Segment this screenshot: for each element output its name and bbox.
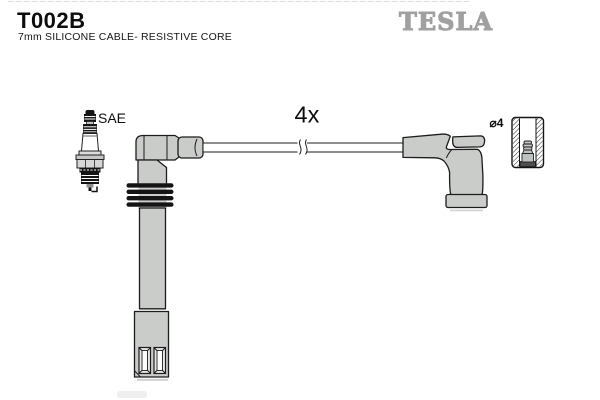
cable-spec-subtitle: 7mm SILICONE CABLE- RESISTIVE CORE (18, 31, 232, 43)
flange-shadow (450, 209, 483, 212)
scan-artifact-line (8, 1, 470, 2)
scan-smudge (117, 391, 147, 398)
boot-window-left (138, 346, 152, 375)
elbow-barrel (135, 134, 180, 161)
cable-drawing (202, 139, 404, 155)
elbow-collar (177, 136, 204, 159)
spark-plug-drawing (75, 110, 105, 193)
boot-molding-line (445, 149, 453, 159)
plug-corrugation (83, 124, 97, 134)
terminal-cross-section-drawing (511, 116, 545, 169)
boot-shaft (138, 207, 167, 310)
plug-center-electrode (88, 187, 92, 191)
terminal-body (521, 153, 534, 163)
boot-flange (445, 193, 488, 209)
plug-hex (76, 159, 104, 169)
cable-break-mark (299, 139, 302, 155)
plug-ground-electrode (91, 186, 98, 193)
terminal-diameter-label: ⌀4 (490, 116, 504, 130)
boot-neck (137, 159, 168, 185)
tesla-logo: TESLA (399, 7, 493, 37)
boot-shadow (137, 378, 168, 381)
boot-body (402, 133, 484, 196)
plug-terminal-nut (85, 110, 95, 115)
sae-label: SAE (98, 110, 126, 126)
plug-end-boot-drawing (117, 134, 204, 398)
boot-wall-section-left (513, 118, 520, 167)
boot-brim (452, 135, 486, 149)
boot-wall-section-right (536, 118, 543, 167)
boot-window-right (153, 346, 167, 375)
part-number: T002B (17, 8, 86, 33)
quantity-label: 4x (295, 102, 320, 128)
coil-end-boot-drawing (402, 133, 488, 212)
